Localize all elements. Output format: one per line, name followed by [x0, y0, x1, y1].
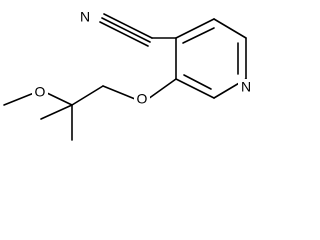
nitrile-bond-1 [101, 17, 151, 43]
bond-o-methoxy-methyl [3, 92, 35, 106]
bond-cq-methyl-left [40, 104, 73, 120]
ring-double-bond-inner-1 [182, 27, 215, 44]
chemical-structure-diagram: N N O O [3, 9, 254, 141]
aryl-ether-o-bg [134, 91, 150, 109]
ring-bond-c4-c5 [175, 18, 215, 39]
bond-cq-o [46, 92, 73, 106]
ring-n-label: N [241, 79, 251, 95]
bond-c3-o [147, 78, 177, 100]
ring-bond-c5-c6 [213, 18, 247, 39]
ring-bond-c2-c3 [175, 78, 215, 99]
atom-labels: N N O O [32, 9, 254, 109]
methoxy-o-bg [32, 84, 48, 102]
aryl-ether-o-label: O [137, 91, 148, 107]
bond-ch2-cq [71, 85, 104, 106]
ring-n-bg [238, 79, 254, 97]
ring-double-bond-inner-3 [183, 74, 212, 90]
nitrile-n-bg [77, 9, 92, 27]
nitrile-n-label: N [80, 9, 90, 25]
bond-lines [3, 13, 247, 141]
nitrile-bond-2 [103, 13, 153, 39]
methoxy-o-label: O [35, 84, 46, 100]
bond-o-ch2 [102, 85, 136, 100]
nitrile-bond-3 [99, 21, 149, 47]
